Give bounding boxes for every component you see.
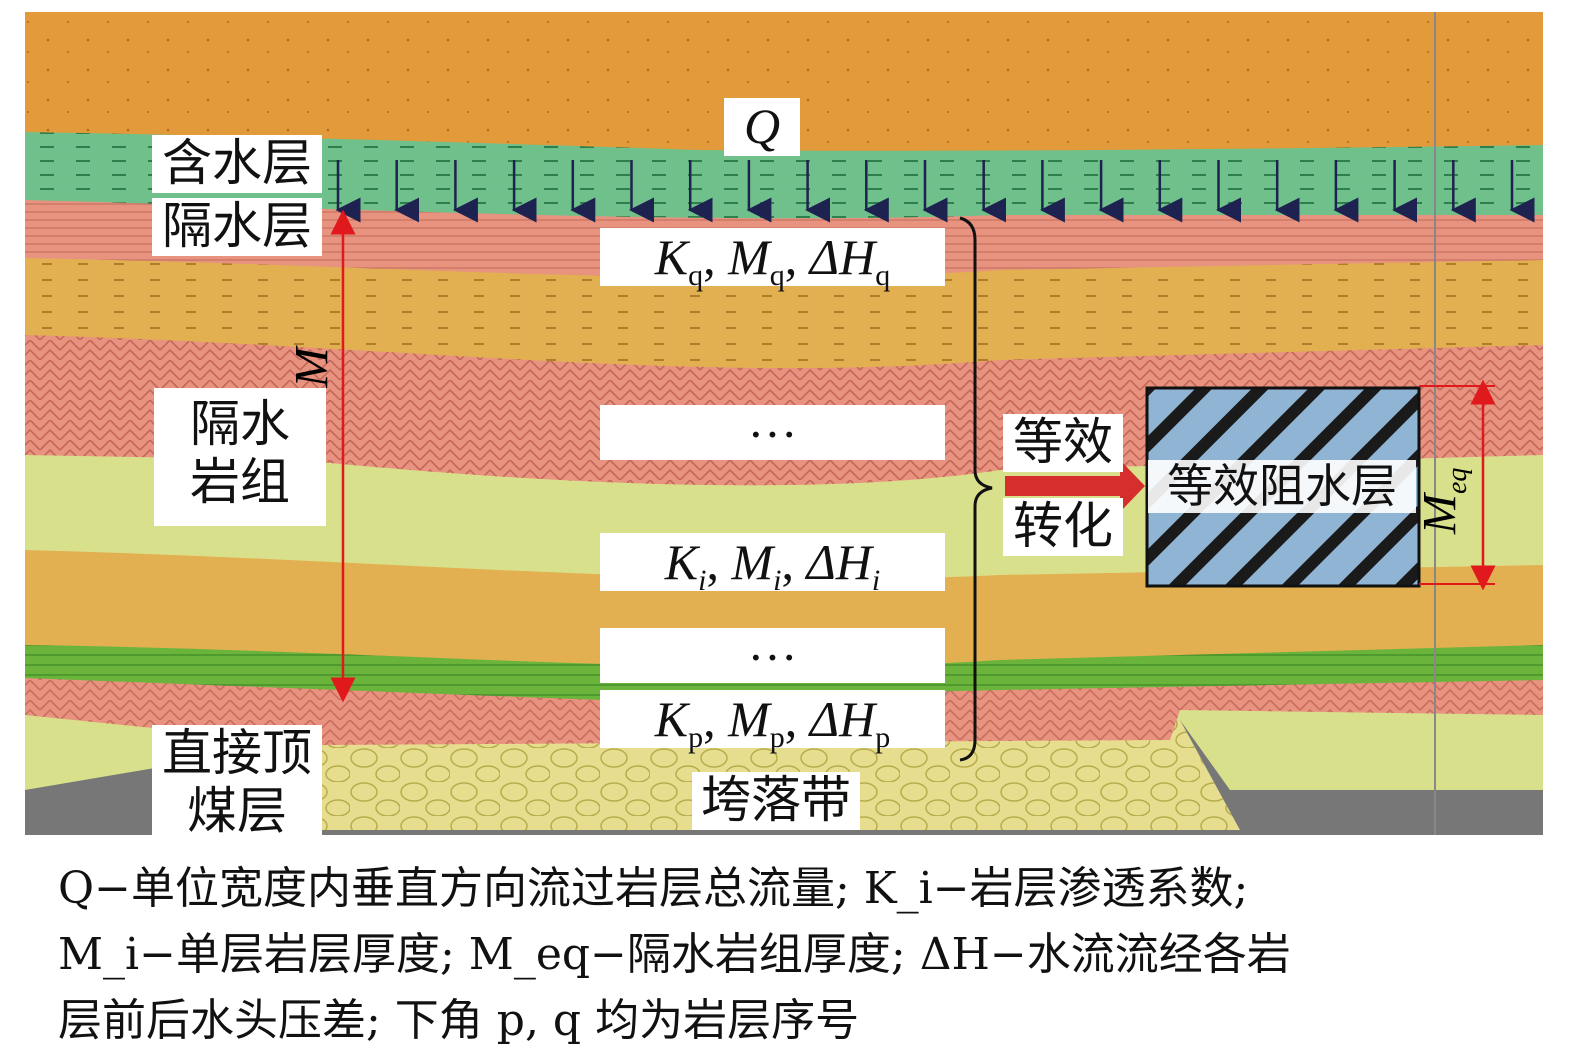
caption-line-3: 层前后水头压差; 下角 p, q 均为岩层序号 xyxy=(58,995,860,1046)
thickness-M-label: M xyxy=(285,347,339,388)
ellipsis-1: ··· xyxy=(600,405,945,462)
aquiclude-group-line2: 岩组 xyxy=(190,452,290,511)
equivalent-transform-arrow xyxy=(1005,460,1145,512)
transform-label: 转化 xyxy=(1003,497,1123,556)
immediate-roof-label: 直接顶 xyxy=(152,724,322,783)
aquifer-label: 含水层 xyxy=(152,134,322,193)
q-label: Q xyxy=(724,98,800,156)
flow-arrows xyxy=(335,160,1535,223)
aquiclude-group-line1: 隔水 xyxy=(190,395,290,453)
formula-p: Kp, Mp, ΔHp xyxy=(600,690,945,754)
caving-zone-label: 垮落带 xyxy=(692,771,860,830)
equivalent-label: 等效 xyxy=(1003,413,1123,472)
coal-seam-label: 煤层 xyxy=(152,782,322,841)
aquiclude-group-label: 隔水 岩组 xyxy=(154,388,326,526)
aquiclude-label: 隔水层 xyxy=(152,197,322,256)
caption-line-2: M_i−单层岩层厚度; M_eq−隔水岩组厚度; ΔH−水流流经各岩 xyxy=(58,929,1291,980)
brace xyxy=(959,216,993,762)
equivalent-layer-label: 等效阻水层 xyxy=(1148,460,1416,513)
caption-line-1: Q−单位宽度内垂直方向流过岩层总流量; K_i−岩层渗透系数; xyxy=(58,863,1249,914)
ellipsis-2: ··· xyxy=(600,628,945,685)
thickness-Meq-label: Meq xyxy=(1413,467,1474,535)
formula-q: Kq, Mq, ΔHq xyxy=(600,228,945,292)
formula-i: Ki, Mi, ΔHi xyxy=(600,533,945,597)
